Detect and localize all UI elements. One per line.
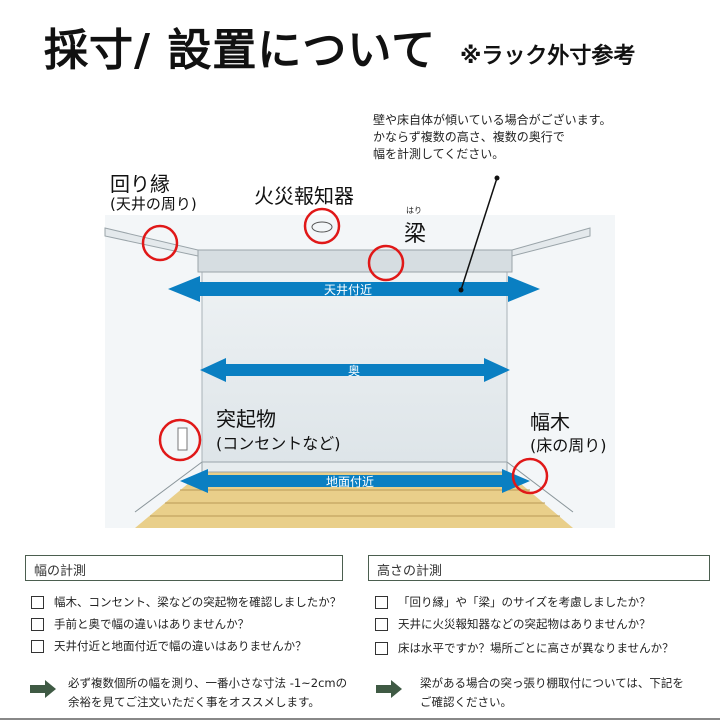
highlight-circles bbox=[141, 207, 549, 495]
arrow-label-floor: 地面付近 bbox=[326, 475, 375, 489]
width-arrows bbox=[168, 276, 540, 493]
baseboard bbox=[201, 461, 508, 473]
page-subtitle: ※ラック外寸参考 bbox=[460, 44, 636, 69]
label-protrusion: 突起物 bbox=[216, 407, 276, 431]
width-check-item: 天井付近と地面付近で幅の違いはありませんか？ bbox=[31, 638, 307, 654]
room-diagram bbox=[104, 175, 615, 528]
smoke-detector-icon bbox=[311, 221, 333, 233]
label-baseboard: 幅木 bbox=[530, 410, 570, 434]
height-check-item: 天井に火災報知器などの突起物はありませんか？ bbox=[375, 616, 651, 632]
checkbox[interactable] bbox=[375, 617, 388, 631]
arrow-floor bbox=[180, 469, 530, 493]
arrow-depth bbox=[200, 358, 510, 382]
checkbox[interactable] bbox=[31, 639, 44, 653]
label-baseboard-sub: (床の周り) bbox=[530, 436, 607, 455]
measurement-note: 壁や床自体が傾いている場合がございます。 かならず複数の高さ、複数の奥行で 幅を… bbox=[373, 113, 612, 161]
width-check-item: 手前と奥で幅の違いはありませんか？ bbox=[31, 616, 249, 632]
width-section-header: 幅の計測 bbox=[25, 555, 343, 581]
label-protrusion-sub: (コンセントなど) bbox=[216, 434, 341, 453]
outlet bbox=[177, 427, 188, 451]
width-tip: 必ず複数個所の幅を測り、一番小さな寸法 -1~2cmの余裕を見てご注文いただく事… bbox=[68, 676, 348, 709]
arrow-label-ceiling: 天井付近 bbox=[324, 283, 373, 297]
arrow-label-depth: 奥 bbox=[348, 364, 361, 378]
checkbox[interactable] bbox=[31, 617, 44, 631]
right-baseboard-line bbox=[506, 461, 574, 513]
checkbox[interactable] bbox=[375, 595, 388, 609]
arrow-right-icon bbox=[376, 680, 402, 698]
height-check-item: 床は水平ですか？場所ごとに高さが異なりませんか？ bbox=[375, 640, 674, 656]
checkbox[interactable] bbox=[375, 641, 388, 655]
label-mawaribuchi-sub: (天井の周り) bbox=[110, 195, 197, 213]
page-title: 採寸/ 設置について bbox=[44, 25, 437, 76]
beam bbox=[197, 249, 513, 273]
width-check-item: 幅木、コンセント、梁などの突起物を確認しましたか？ bbox=[31, 594, 341, 610]
label-beam-ruby: はり bbox=[406, 206, 422, 215]
label-smoke-detector: 火災報知器 bbox=[254, 184, 354, 208]
label-beam: 梁 bbox=[404, 222, 427, 247]
height-check-item: 「回り縁」や「梁」のサイズを考慮しましたか？ bbox=[375, 594, 651, 610]
height-section-header: 高さの計測 bbox=[368, 555, 710, 581]
arrow-ceiling bbox=[168, 276, 540, 302]
label-mawaribuchi: 回り縁 bbox=[110, 172, 170, 196]
leader-line bbox=[460, 177, 498, 291]
left-baseboard-line bbox=[134, 461, 203, 513]
arrow-right-icon bbox=[30, 680, 56, 698]
checkbox[interactable] bbox=[31, 595, 44, 609]
height-tip: 梁がある場合の突っ張り棚取付については、下記をご確認ください。 bbox=[420, 676, 684, 709]
